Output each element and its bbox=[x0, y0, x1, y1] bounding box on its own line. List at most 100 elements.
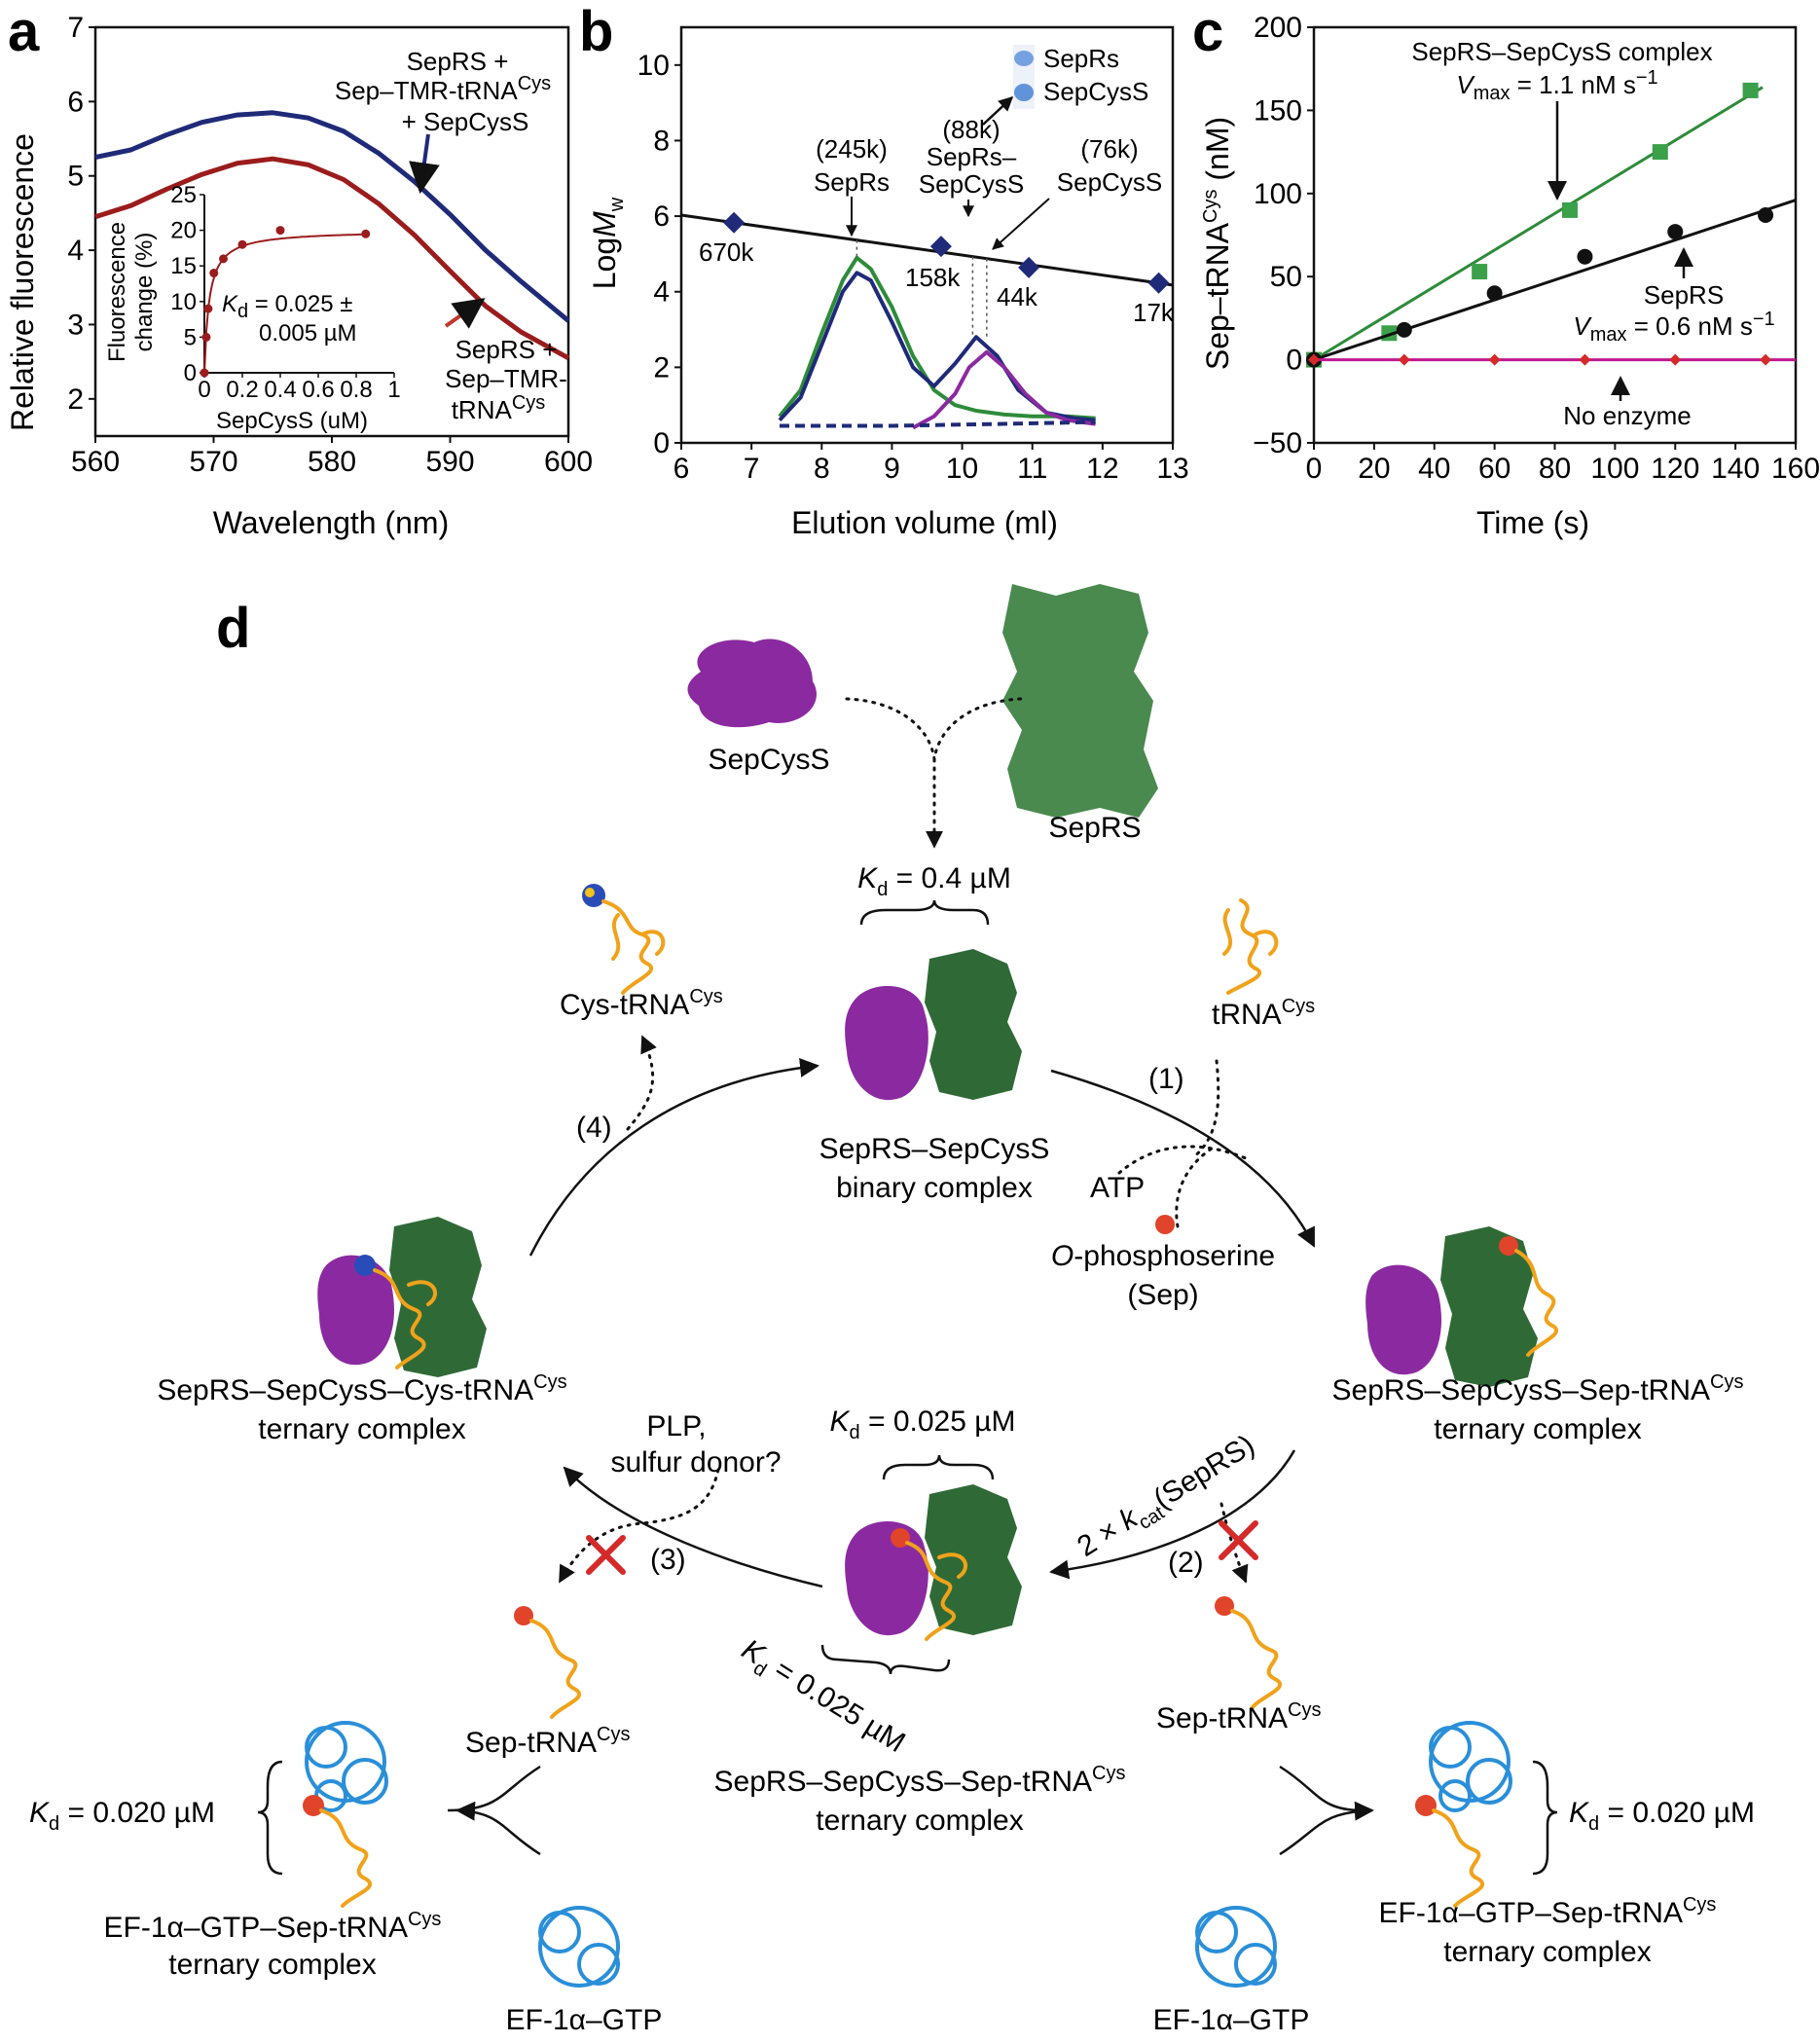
right-tern-seprs bbox=[1440, 1226, 1538, 1387]
ef-left-join-a bbox=[447, 1765, 541, 1812]
b-ytick-label: 2 bbox=[653, 351, 670, 383]
center-tern-2: ternary complex bbox=[816, 1805, 1023, 1837]
panel-d: d SepCysS SepRS Kd = 0.4 µM SepRS–SepCys… bbox=[29, 584, 1755, 2036]
panel-c-series bbox=[1306, 82, 1797, 368]
inset-point bbox=[209, 269, 219, 278]
inset-xtick-label: 0.4 bbox=[264, 377, 296, 403]
center-tern-1: SepRS–SepCysS–Sep-tRNACys bbox=[714, 1763, 1126, 1798]
panel-b-series bbox=[680, 211, 1174, 430]
label-bot-1: SepRS + bbox=[455, 335, 558, 364]
b-ytick-label: 4 bbox=[653, 276, 670, 309]
inset-point bbox=[203, 304, 213, 313]
b-ytick-label: 0 bbox=[653, 427, 670, 459]
seprs-label: SepRS bbox=[1644, 280, 1724, 310]
sep-left-trna bbox=[529, 1619, 582, 1719]
sep-right-trna bbox=[1230, 1609, 1283, 1709]
a-ytick-label: 6 bbox=[67, 86, 84, 118]
inset-xlabel: SepCysS (uM) bbox=[216, 408, 368, 434]
brace-mid bbox=[882, 1454, 995, 1480]
c-ytick-label: 100 bbox=[1254, 178, 1302, 210]
kd-right: Kd = 0.020 µM bbox=[1569, 1797, 1755, 1835]
ef-left-sep bbox=[303, 1795, 324, 1816]
complex-vmax: Vmax = 1.1 nM s−1 bbox=[1456, 67, 1657, 104]
plp-label-2: sulfur donor? bbox=[610, 1446, 781, 1478]
brace-rot bbox=[820, 1644, 951, 1675]
c-ytick-label: 200 bbox=[1254, 12, 1302, 44]
a-xtick-label: 600 bbox=[544, 446, 593, 478]
cycle-arrow-1 bbox=[1050, 1069, 1316, 1248]
peak1-mw: (245k) bbox=[816, 134, 888, 164]
arrow-top-curve bbox=[409, 133, 440, 195]
panel-a-letter: a bbox=[8, 0, 40, 63]
c-fit-line-1 bbox=[1313, 199, 1797, 362]
ef-right-trna bbox=[1432, 1808, 1485, 1908]
panel-a-xlabel: Wavelength (nm) bbox=[213, 505, 449, 540]
legend-seprs: SepRs bbox=[1043, 44, 1119, 73]
b-ytick-label: 10 bbox=[637, 50, 670, 82]
ophos-label: O-phosphoserine bbox=[1051, 1240, 1275, 1272]
peak2-name2: SepCysS bbox=[919, 169, 1024, 199]
c-xtick-label: 0 bbox=[1306, 453, 1323, 485]
left-tern-trna bbox=[373, 1268, 438, 1369]
b-marker-diamond bbox=[1018, 256, 1040, 278]
c-fit-line-0 bbox=[1313, 86, 1764, 361]
c-point-diamond bbox=[1308, 353, 1320, 366]
legend-band-sepcyss bbox=[1014, 84, 1034, 101]
brace-top bbox=[859, 899, 990, 926]
panel-b-ylabel: LogMw bbox=[587, 197, 628, 289]
legend-band-seprs bbox=[1014, 51, 1034, 66]
c-point-diamond bbox=[1669, 353, 1682, 366]
b-marker-diamond bbox=[929, 236, 952, 258]
dotted-arrow-4 bbox=[626, 1035, 657, 1131]
c-point-diamond bbox=[1760, 353, 1772, 366]
cys-trna-icon bbox=[601, 899, 666, 995]
marker-17k: 17k bbox=[1133, 298, 1175, 327]
right-tern-sep bbox=[1499, 1236, 1518, 1256]
peak1-name: SepRs bbox=[814, 167, 890, 197]
sepcyss-label: SepCysS bbox=[708, 744, 829, 776]
ef-right-join-b bbox=[1279, 1801, 1374, 1856]
sep-ball-icon bbox=[1155, 1215, 1175, 1234]
ef-right-label-1: EF-1α–GTP–Sep-tRNACys bbox=[1379, 1894, 1717, 1929]
ef-right-sep bbox=[1415, 1795, 1437, 1816]
b-frame bbox=[679, 25, 1175, 445]
inset-xtick-label: 0.6 bbox=[302, 377, 334, 403]
b-series-line-2 bbox=[912, 349, 1096, 430]
a-ytick-label: 5 bbox=[67, 161, 84, 193]
left-tern-label-2: ternary complex bbox=[258, 1413, 465, 1445]
blocked-x-right bbox=[1219, 1520, 1258, 1560]
binary-sepcyss bbox=[845, 986, 928, 1101]
right-tern-label-1: SepRS–SepCysS–Sep-tRNACys bbox=[1332, 1371, 1744, 1406]
ef-left-label-2: ternary complex bbox=[168, 1949, 376, 1981]
marker-158k: 158k bbox=[905, 263, 961, 292]
legend-arrow bbox=[982, 95, 1014, 126]
arrow-bot-curve bbox=[444, 298, 486, 329]
inset-ylabel-1: Fluorescence bbox=[104, 222, 130, 362]
label-top-1: SepRS + bbox=[407, 47, 509, 76]
a-xtick-label: 570 bbox=[189, 446, 237, 478]
blocked-x-left bbox=[586, 1535, 626, 1575]
label-bot-2: Sep–TMR- bbox=[445, 364, 567, 393]
b-xtick-label: 12 bbox=[1086, 453, 1118, 485]
left-tern-sepcyss bbox=[317, 1255, 394, 1366]
c-xtick-label: 140 bbox=[1711, 453, 1760, 485]
step-1: (1) bbox=[1148, 1063, 1184, 1095]
inset-point bbox=[237, 239, 247, 249]
dotted-arrow-3 bbox=[558, 1468, 720, 1584]
marker-44k: 44k bbox=[997, 282, 1038, 311]
cycle-arrow-4 bbox=[528, 1057, 819, 1257]
ef-left-label-1: EF-1α–GTP–Sep-tRNACys bbox=[104, 1909, 442, 1944]
step-3: (3) bbox=[650, 1544, 686, 1576]
panel-b-letter: b bbox=[579, 0, 613, 63]
b-ytick-label: 6 bbox=[653, 201, 670, 233]
c-point-diamond bbox=[1579, 353, 1591, 366]
legend-sepcyss: SepCysS bbox=[1043, 77, 1148, 106]
peak3-name: SepCysS bbox=[1057, 167, 1162, 197]
c-point-square bbox=[1472, 264, 1488, 280]
complex-label: SepRS–SepCysS complex bbox=[1411, 37, 1712, 66]
center-seprs bbox=[925, 1484, 1022, 1635]
